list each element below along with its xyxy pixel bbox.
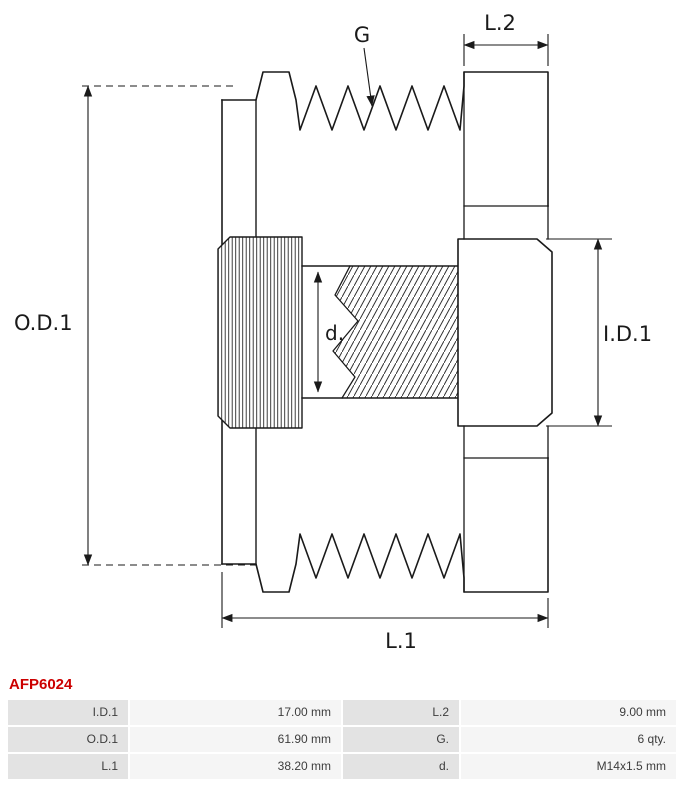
groove-profile-top: [221, 71, 549, 207]
dimension-l2: L.2: [463, 11, 549, 66]
spec-label: G.: [343, 727, 459, 752]
spec-value: 6 qty.: [461, 727, 676, 752]
groove-profile-bottom: [221, 457, 549, 593]
spec-value: M14x1.5 mm: [461, 754, 676, 779]
threaded-bore-hatch: [333, 266, 458, 398]
g-leader-line: [363, 47, 375, 107]
dimension-label-l1: L.1: [385, 629, 417, 653]
technical-drawing: G L.2 O.D.1 I.D.1 d.: [14, 11, 652, 653]
pulley-outline: [217, 71, 553, 593]
spec-value: 9.00 mm: [461, 700, 676, 725]
dimension-id1: I.D.1: [546, 238, 652, 427]
part-number: AFP6024: [9, 676, 73, 693]
spec-label: L.1: [8, 754, 128, 779]
dimension-label-id1: I.D.1: [603, 322, 652, 346]
spec-label: L.2: [343, 700, 459, 725]
spec-table: I.D.1 17.00 mm L.2 9.00 mm O.D.1 61.90 m…: [8, 700, 676, 779]
knurled-hub-section: [217, 236, 303, 429]
dimension-label-od1: O.D.1: [14, 311, 73, 335]
spec-label: O.D.1: [8, 727, 128, 752]
spec-label: I.D.1: [8, 700, 128, 725]
product-drawing-page: G L.2 O.D.1 I.D.1 d.: [8, 11, 676, 779]
spec-value: 38.20 mm: [130, 754, 341, 779]
break-line: [332, 265, 359, 399]
spec-value: 17.00 mm: [130, 700, 341, 725]
dimension-l1: L.1: [221, 572, 549, 653]
dimension-d: d.: [313, 271, 344, 393]
dimension-od1: O.D.1: [14, 85, 262, 566]
spec-value: 61.90 mm: [130, 727, 341, 752]
dimension-label-d: d.: [325, 321, 344, 345]
dimension-g: G: [354, 23, 375, 107]
dimension-label-g: G: [354, 23, 370, 47]
spec-label: d.: [343, 754, 459, 779]
right-hub-cylinder: [457, 238, 553, 427]
dimension-label-l2: L.2: [484, 11, 516, 35]
